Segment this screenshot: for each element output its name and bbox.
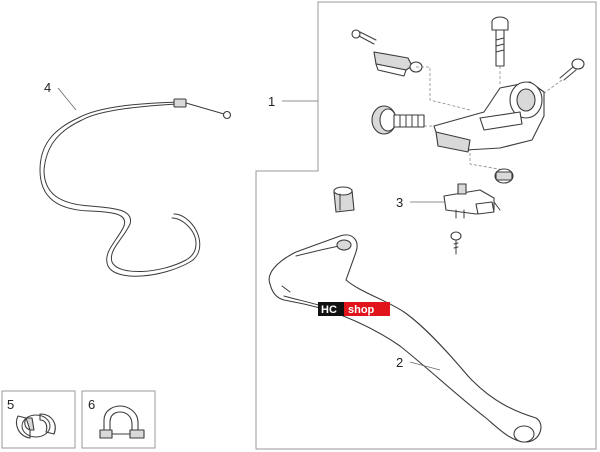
part-6-box	[81, 390, 156, 449]
clutch-lever	[268, 234, 542, 443]
clutch-cable	[39, 98, 232, 277]
clamp-body	[433, 81, 545, 153]
watermark-shop: shop	[348, 304, 375, 316]
lever-clamp-assembly	[351, 16, 585, 184]
part-5-box	[1, 390, 76, 449]
assembly-frame	[255, 1, 597, 450]
adjuster-knob	[371, 105, 425, 135]
cable-clamp-part-6	[99, 405, 145, 439]
callout-4: 4	[44, 80, 51, 95]
small-screw	[351, 29, 377, 45]
clamp-nut	[494, 168, 514, 184]
watermark-hc: HC	[321, 304, 337, 316]
adjuster-bracket	[373, 51, 423, 77]
callout-2: 2	[396, 355, 403, 370]
hc-shop-watermark: HC shop	[318, 302, 390, 316]
callout-1: 1	[268, 94, 275, 109]
vertical-bolt	[491, 16, 509, 67]
callout-3: 3	[396, 195, 403, 210]
pivot-bushing	[333, 186, 355, 213]
clutch-switch	[443, 183, 501, 255]
callout-5: 5	[7, 397, 14, 412]
cable-clip-part-5	[15, 413, 56, 439]
callout-6: 6	[88, 397, 95, 412]
side-screw	[559, 58, 585, 81]
